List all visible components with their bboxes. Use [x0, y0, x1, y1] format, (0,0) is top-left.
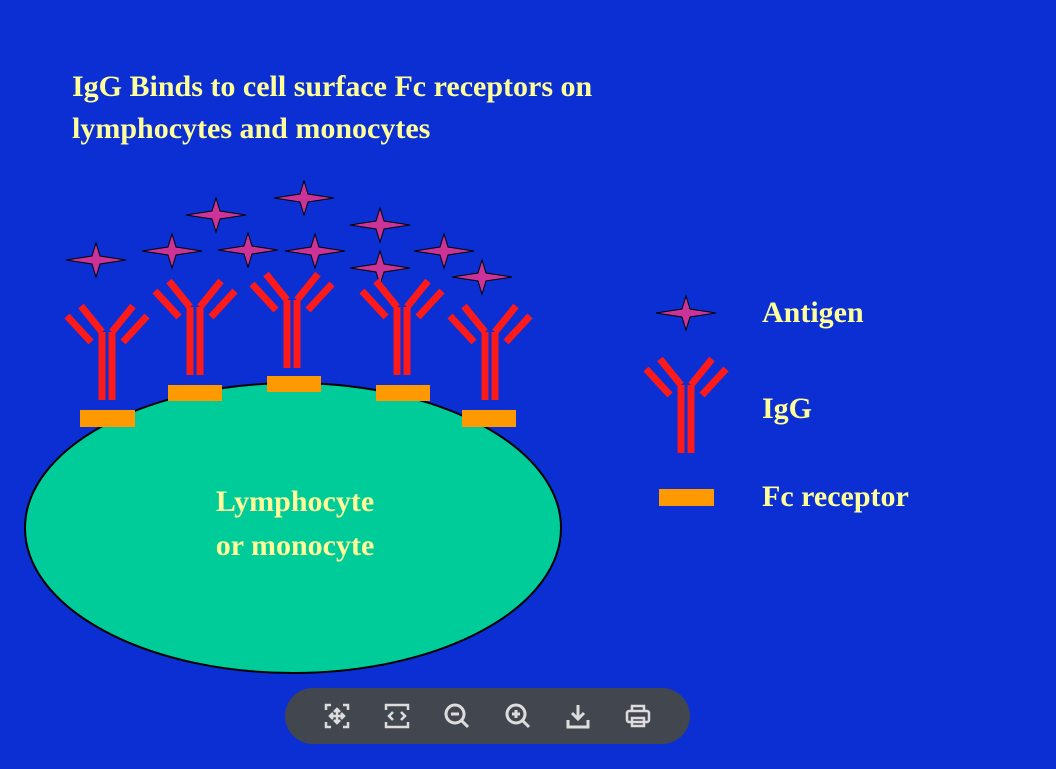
fc-receptor	[462, 410, 516, 427]
igg-antibody-icon	[362, 281, 442, 375]
antigen-star-icon	[349, 250, 411, 286]
download-icon	[566, 705, 590, 729]
fit-screen-button[interactable]	[320, 699, 354, 733]
antigen-star-icon	[413, 233, 475, 269]
download-button[interactable]	[561, 699, 595, 733]
antigens	[65, 180, 513, 295]
legend-igg-icon	[646, 359, 726, 453]
igg-antibody-icon	[155, 281, 235, 375]
zoom-out-button[interactable]	[440, 699, 474, 733]
legend-igg-label: IgG	[762, 392, 813, 425]
title-line-2: lymphocytes and monocytes	[72, 112, 431, 145]
antigen-star-icon	[65, 242, 127, 278]
igg-antibody-icon	[67, 306, 147, 400]
zoom-out-icon	[444, 703, 470, 729]
fc-receptor	[168, 385, 222, 401]
legend-antigen-icon	[655, 295, 717, 331]
viewer-toolbar	[285, 688, 690, 744]
antigen-star-icon	[217, 232, 279, 268]
legend-fc-receptor-label: Fc receptor	[762, 480, 909, 513]
print-button[interactable]	[621, 699, 655, 733]
fit-screen-icon	[324, 703, 350, 729]
title-line-1: IgG Binds to cell surface Fc receptors o…	[72, 70, 593, 103]
antigen-star-icon	[141, 233, 203, 269]
igg-antibody-icon	[252, 274, 332, 368]
cell-label: Lymphocyte or monocyte	[150, 480, 440, 568]
print-icon	[625, 704, 651, 728]
fc-receptor	[267, 376, 321, 392]
antigen-star-icon	[349, 207, 411, 243]
zoom-in-button[interactable]	[501, 699, 535, 733]
zoom-in-icon	[505, 703, 530, 729]
antigen-star-icon	[273, 180, 335, 216]
fc-receptors	[80, 376, 516, 427]
cell-label-line-2: or monocyte	[215, 529, 375, 562]
igg-antibody-icon	[450, 306, 530, 400]
legend-antigen-label: Antigen	[762, 296, 864, 329]
fit-width-button[interactable]	[380, 699, 414, 733]
antigen-star-icon	[284, 233, 346, 269]
fit-width-icon	[384, 703, 410, 729]
fc-receptor	[80, 410, 135, 427]
legend-fc-receptor-icon	[659, 489, 714, 506]
slide-title: IgG Binds to cell surface Fc receptors o…	[72, 66, 592, 150]
antigen-star-icon	[185, 197, 247, 233]
antigen-star-icon	[451, 259, 513, 295]
fc-receptor	[376, 385, 430, 401]
cell-label-line-1: Lymphocyte	[215, 485, 375, 518]
